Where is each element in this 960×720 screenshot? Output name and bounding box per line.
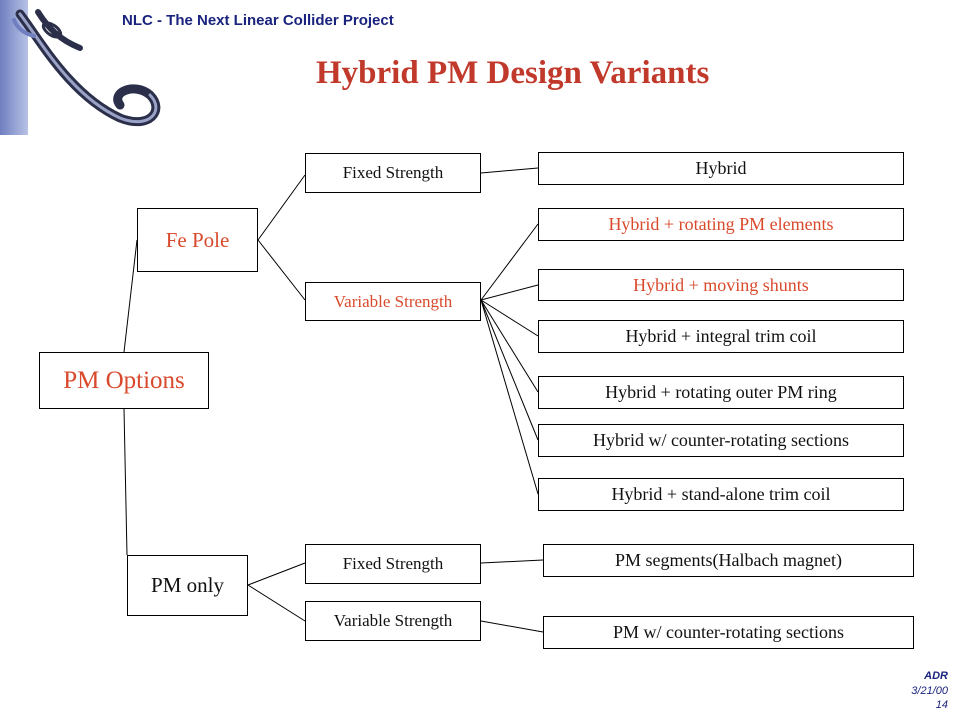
node-pm-only: PM only [127,555,248,616]
connector-var-standalone [480,299,539,495]
leaf-rotating-pm-elements: Hybrid + rotating PM elements [538,208,904,241]
connector-var-integral [480,299,539,337]
connector-var-rotating [480,223,539,301]
connector-pm-variable [247,584,306,622]
node-pm-variable-strength: Variable Strength [305,601,481,641]
leaf-pm-segments: PM segments(Halbach magnet) [543,544,914,577]
connector-pmfixed-segments [480,559,544,564]
node-pm-options: PM Options [39,352,209,409]
leaf-pm-counter-rotating: PM w/ counter-rotating sections [543,616,914,649]
footer-author: ADR [924,670,948,682]
connector-var-counter [480,299,539,441]
connector-fe-fixed [257,174,306,241]
connector-fixed-hybrid [480,167,539,174]
footer-page-number: 14 [935,699,948,711]
node-pm-fixed-strength: Fixed Strength [305,544,481,584]
leaf-rotating-outer-ring: Hybrid + rotating outer PM ring [538,376,904,409]
leaf-hybrid: Hybrid [538,152,904,185]
connector-pm-fixed [247,562,306,586]
leaf-counter-rotating-sections: Hybrid w/ counter-rotating sections [538,424,904,457]
connector-root-fe [123,239,138,353]
leaf-integral-trim-coil: Hybrid + integral trim coil [538,320,904,353]
slide-title: Hybrid PM Design Variants [316,55,710,91]
nlc-logo-icon [12,9,161,127]
node-fe-variable-strength: Variable Strength [305,282,481,321]
leaf-standalone-trim-coil: Hybrid + stand-alone trim coil [538,478,904,511]
connector-var-outer [480,299,539,393]
footer-date: 3/21/00 [911,685,948,697]
project-header: NLC - The Next Linear Collider Project [122,12,394,29]
node-fe-fixed-strength: Fixed Strength [305,153,481,193]
connector-pmvar-counter [480,620,544,633]
connector-root-pm [123,408,128,556]
connector-var-shunts [480,284,539,301]
leaf-moving-shunts: Hybrid + moving shunts [538,269,904,301]
connector-fe-variable [257,239,306,301]
node-fe-pole: Fe Pole [137,208,258,272]
